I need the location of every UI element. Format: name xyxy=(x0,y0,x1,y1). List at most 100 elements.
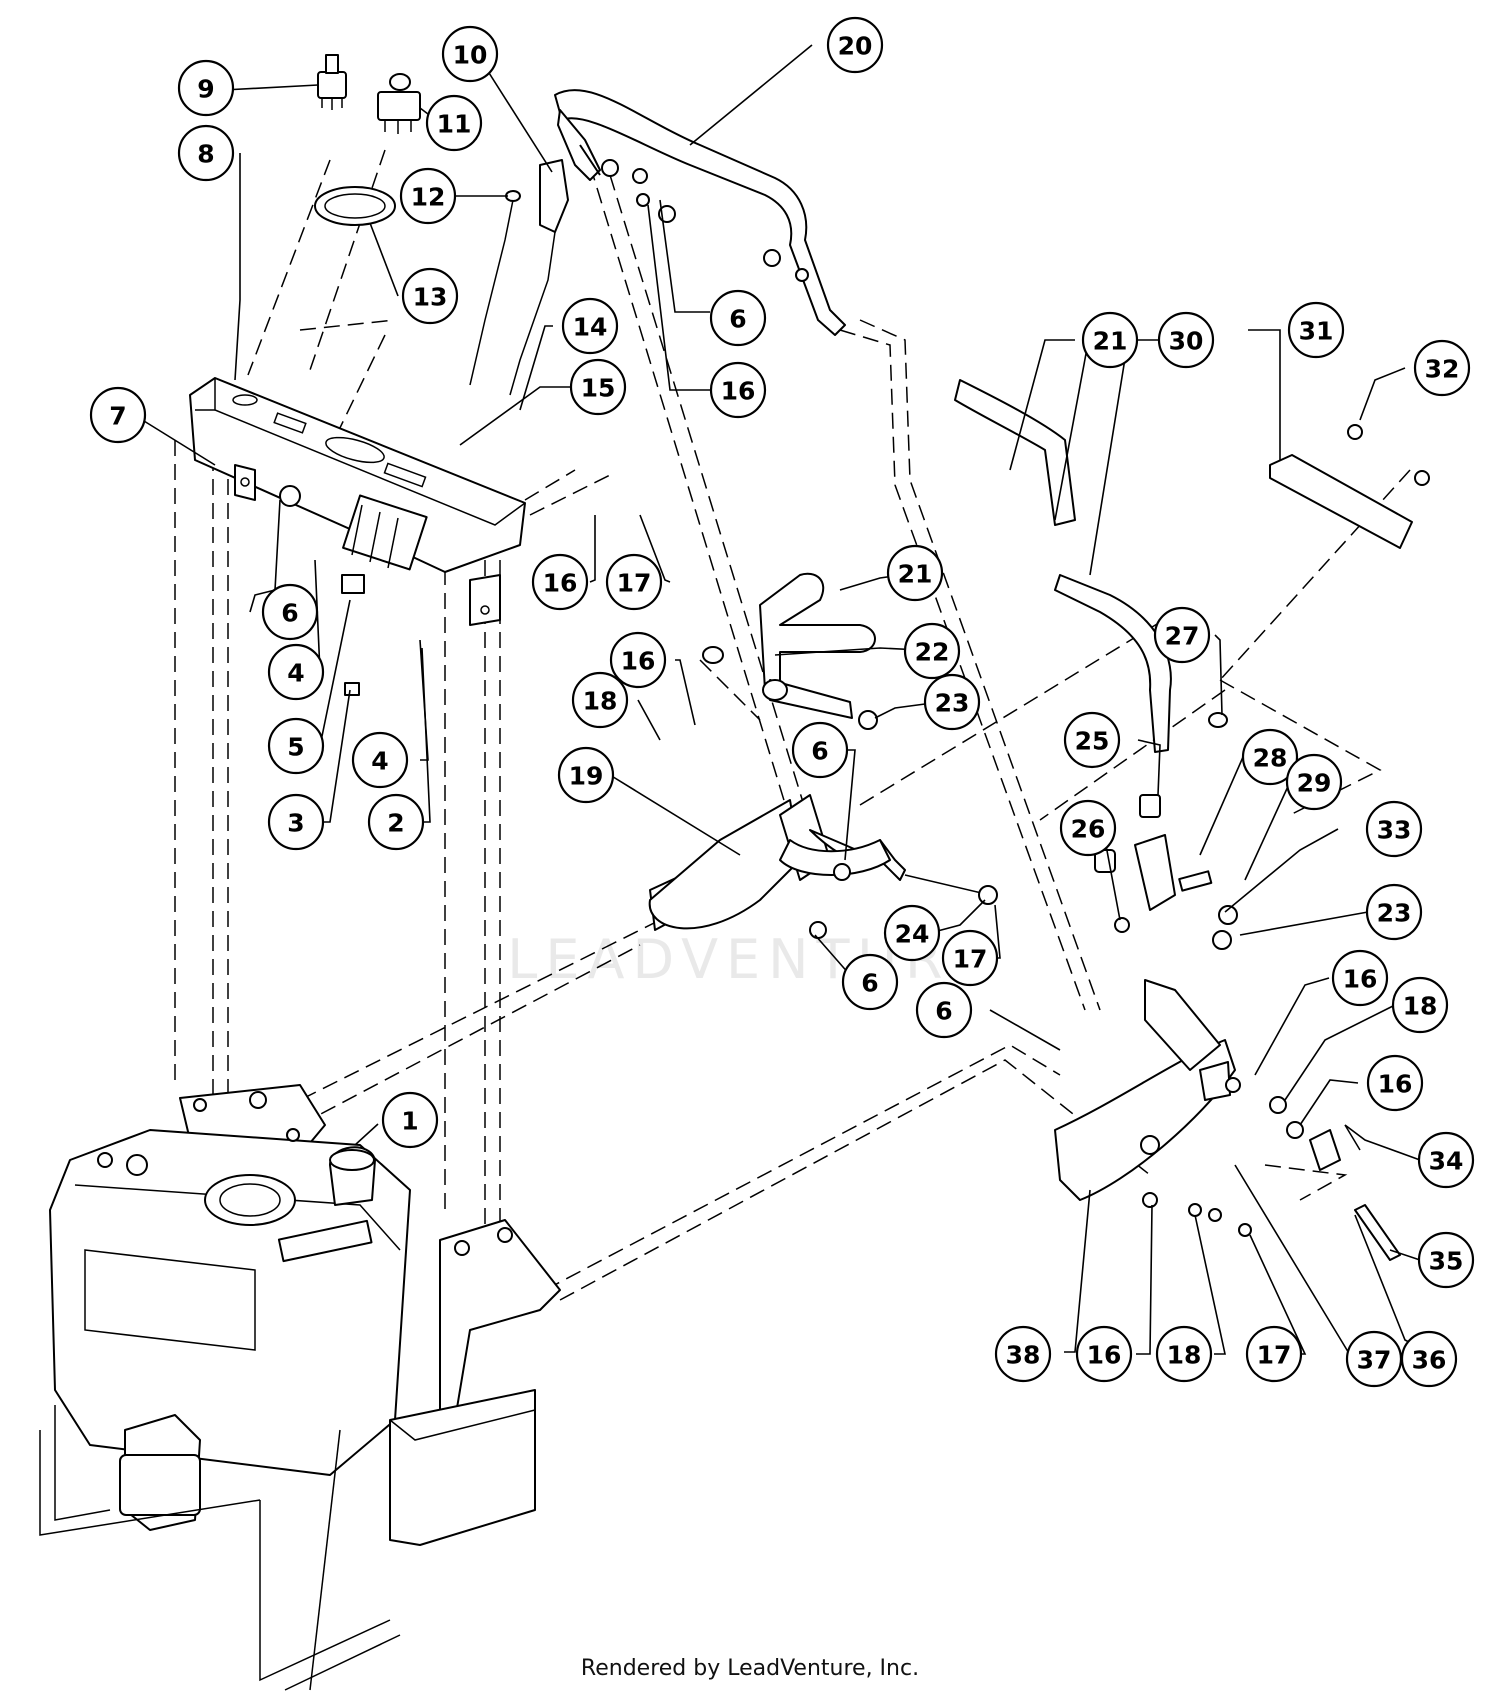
callout-22: 22 xyxy=(903,622,961,680)
callout-30: 30 xyxy=(1157,311,1215,369)
svg-text:2: 2 xyxy=(387,809,404,838)
svg-text:28: 28 xyxy=(1253,744,1288,773)
callout-27: 27 xyxy=(1153,606,1211,664)
svg-text:24: 24 xyxy=(895,920,930,949)
svg-text:23: 23 xyxy=(935,689,970,718)
callout-35: 35 xyxy=(1417,1231,1475,1289)
svg-text:32: 32 xyxy=(1425,355,1460,384)
choke-cable xyxy=(469,190,521,386)
callout-6e: 6 xyxy=(915,981,973,1039)
svg-text:26: 26 xyxy=(1071,815,1106,844)
callout-16c: 16 xyxy=(609,631,667,689)
control-lever-left xyxy=(702,646,878,730)
callout-12: 12 xyxy=(399,167,457,225)
callout-34: 34 xyxy=(1417,1131,1475,1189)
callout-18a: 18 xyxy=(571,671,629,729)
callout-37: 37 xyxy=(1345,1330,1403,1388)
svg-text:18: 18 xyxy=(583,687,618,716)
pivot-lock-assembly xyxy=(1094,712,1238,950)
svg-text:5: 5 xyxy=(287,733,304,762)
callout-25: 25 xyxy=(1063,711,1121,769)
callout-38: 38 xyxy=(994,1325,1052,1383)
control-lever-right xyxy=(1054,574,1172,753)
svg-text:19: 19 xyxy=(569,762,604,791)
callout-15: 15 xyxy=(569,358,627,416)
svg-text:9: 9 xyxy=(197,75,214,104)
svg-text:21: 21 xyxy=(898,560,933,589)
callouts: 1 2 3 4 4 5 6 6 6 6 6 7 8 9 10 11 12 13 … xyxy=(89,16,1475,1388)
svg-text:35: 35 xyxy=(1429,1247,1464,1276)
callout-14: 14 xyxy=(561,297,619,355)
callout-23a: 23 xyxy=(923,673,981,731)
svg-text:6: 6 xyxy=(811,737,828,766)
lever-grip-left xyxy=(759,572,876,691)
callout-24: 24 xyxy=(883,904,941,962)
svg-text:3: 3 xyxy=(287,809,304,838)
callout-26: 26 xyxy=(1059,799,1117,857)
svg-text:25: 25 xyxy=(1075,727,1110,756)
callout-16d: 16 xyxy=(1331,949,1389,1007)
svg-text:18: 18 xyxy=(1403,992,1438,1021)
callout-23b: 23 xyxy=(1365,883,1423,941)
callout-11: 11 xyxy=(425,94,483,152)
svg-text:4: 4 xyxy=(371,747,388,776)
svg-text:34: 34 xyxy=(1429,1147,1464,1176)
callout-4b: 4 xyxy=(351,731,409,789)
callout-8: 8 xyxy=(177,124,235,182)
pivot-bracket-left xyxy=(648,794,998,939)
pto-switch xyxy=(377,73,421,134)
svg-text:16: 16 xyxy=(1343,965,1378,994)
callout-17b: 17 xyxy=(941,929,999,987)
lock-nut xyxy=(279,485,301,507)
svg-text:16: 16 xyxy=(1087,1341,1122,1370)
relay xyxy=(341,574,365,594)
svg-text:16: 16 xyxy=(721,377,756,406)
callout-32: 32 xyxy=(1413,339,1471,397)
callout-19: 19 xyxy=(557,746,615,804)
callout-3: 3 xyxy=(267,793,325,851)
callout-18c: 18 xyxy=(1155,1325,1213,1383)
callout-5: 5 xyxy=(267,717,325,775)
svg-text:29: 29 xyxy=(1297,769,1332,798)
callout-29: 29 xyxy=(1285,753,1343,811)
callout-17c: 17 xyxy=(1245,1325,1303,1383)
callout-16b: 16 xyxy=(531,553,589,611)
svg-text:6: 6 xyxy=(729,305,746,334)
callout-16f: 16 xyxy=(1075,1325,1133,1383)
callout-10: 10 xyxy=(441,25,499,83)
svg-text:13: 13 xyxy=(413,283,448,312)
svg-text:16: 16 xyxy=(1378,1070,1413,1099)
svg-text:31: 31 xyxy=(1299,317,1334,346)
svg-text:6: 6 xyxy=(935,997,952,1026)
svg-text:6: 6 xyxy=(281,599,298,628)
dash-console xyxy=(189,377,526,626)
svg-text:18: 18 xyxy=(1167,1341,1202,1370)
svg-text:27: 27 xyxy=(1165,622,1200,651)
svg-text:20: 20 xyxy=(838,32,873,61)
svg-text:17: 17 xyxy=(617,569,652,598)
callout-21b: 21 xyxy=(886,544,944,602)
assembly-lines xyxy=(174,149,1411,1301)
callout-13: 13 xyxy=(401,267,459,325)
svg-text:1: 1 xyxy=(401,1107,418,1136)
callout-33: 33 xyxy=(1365,800,1423,858)
throttle-control xyxy=(509,159,569,396)
svg-text:7: 7 xyxy=(109,402,126,431)
ignition-switch xyxy=(317,54,347,110)
callout-31: 31 xyxy=(1287,301,1345,359)
callout-16e: 16 xyxy=(1366,1054,1424,1112)
bolt xyxy=(1347,424,1363,440)
svg-text:8: 8 xyxy=(197,140,214,169)
svg-text:16: 16 xyxy=(621,647,656,676)
light-socket xyxy=(344,682,360,696)
svg-text:4: 4 xyxy=(287,659,304,688)
callout-6b: 6 xyxy=(709,289,767,347)
callout-28: 28 xyxy=(1241,728,1299,786)
svg-text:15: 15 xyxy=(581,374,616,403)
callout-16a: 16 xyxy=(709,361,767,419)
svg-text:11: 11 xyxy=(437,110,472,139)
callout-6d: 6 xyxy=(841,953,899,1011)
callout-21a: 21 xyxy=(1081,311,1139,369)
bezel-ring xyxy=(314,186,396,226)
